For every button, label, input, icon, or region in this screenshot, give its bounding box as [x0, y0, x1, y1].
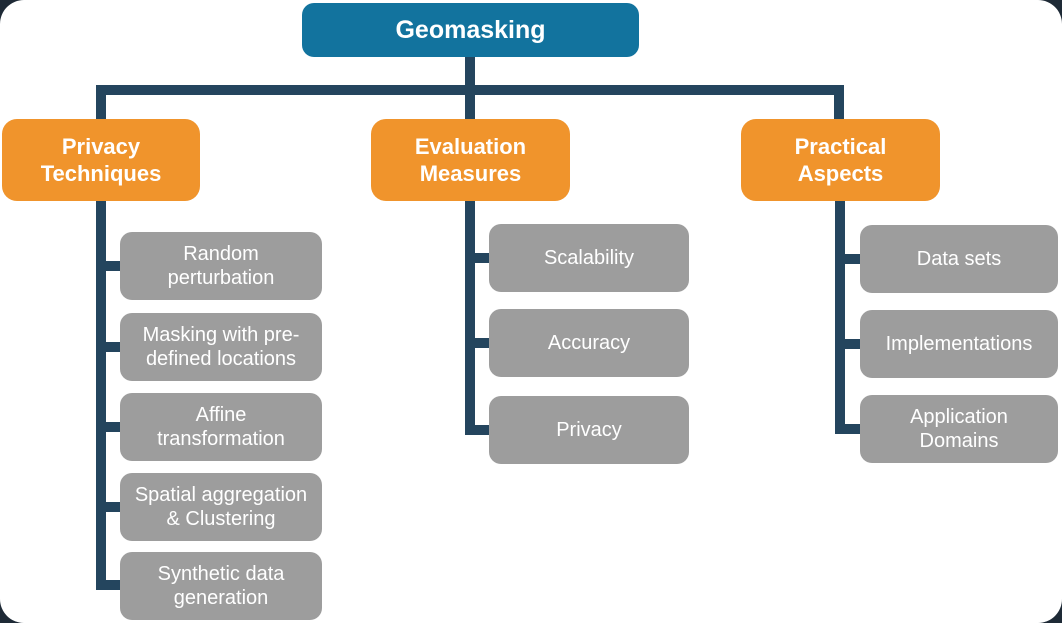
- connector-privacy-stub-4: [96, 502, 120, 512]
- connector-evaluation-trunk: [465, 201, 475, 435]
- connector-evaluation-stub-2: [465, 338, 489, 348]
- connector-privacy-stub-5: [96, 580, 120, 590]
- leaf-random-perturbation: Random perturbation: [120, 232, 322, 300]
- connector-practical-trunk: [835, 201, 845, 434]
- connector-privacy-stub-2: [96, 342, 120, 352]
- leaf-privacy: Privacy: [489, 396, 689, 464]
- connector-evaluation-stub-1: [465, 253, 489, 263]
- branch-privacy-techniques: Privacy Techniques: [2, 119, 200, 201]
- leaf-masking-predefined-locations: Masking with pre- defined locations: [120, 313, 322, 381]
- connector-practical-stub-2: [835, 339, 860, 349]
- leaf-affine-transformation: Affine transformation: [120, 393, 322, 461]
- leaf-data-sets: Data sets: [860, 225, 1058, 293]
- connector-practical-stub-1: [835, 254, 860, 264]
- leaf-implementations: Implementations: [860, 310, 1058, 378]
- leaf-scalability: Scalability: [489, 224, 689, 292]
- connector-privacy-trunk: [96, 201, 106, 590]
- connector-privacy-stub-3: [96, 422, 120, 432]
- connector-privacy-stub-1: [96, 261, 120, 271]
- connector-drop-privacy: [96, 90, 106, 120]
- connector-root-stem: [465, 57, 475, 90]
- leaf-application-domains: Application Domains: [860, 395, 1058, 463]
- connector-practical-stub-3: [835, 424, 860, 434]
- leaf-spatial-aggregation-clustering: Spatial aggregation & Clustering: [120, 473, 322, 541]
- leaf-accuracy: Accuracy: [489, 309, 689, 377]
- connector-evaluation-stub-3: [465, 425, 489, 435]
- branch-evaluation-measures: Evaluation Measures: [371, 119, 570, 201]
- node-geomasking: Geomasking: [302, 3, 639, 57]
- branch-practical-aspects: Practical Aspects: [741, 119, 940, 201]
- connector-drop-practical: [834, 90, 844, 120]
- connector-drop-evaluation: [465, 90, 475, 120]
- leaf-synthetic-data-generation: Synthetic data generation: [120, 552, 322, 620]
